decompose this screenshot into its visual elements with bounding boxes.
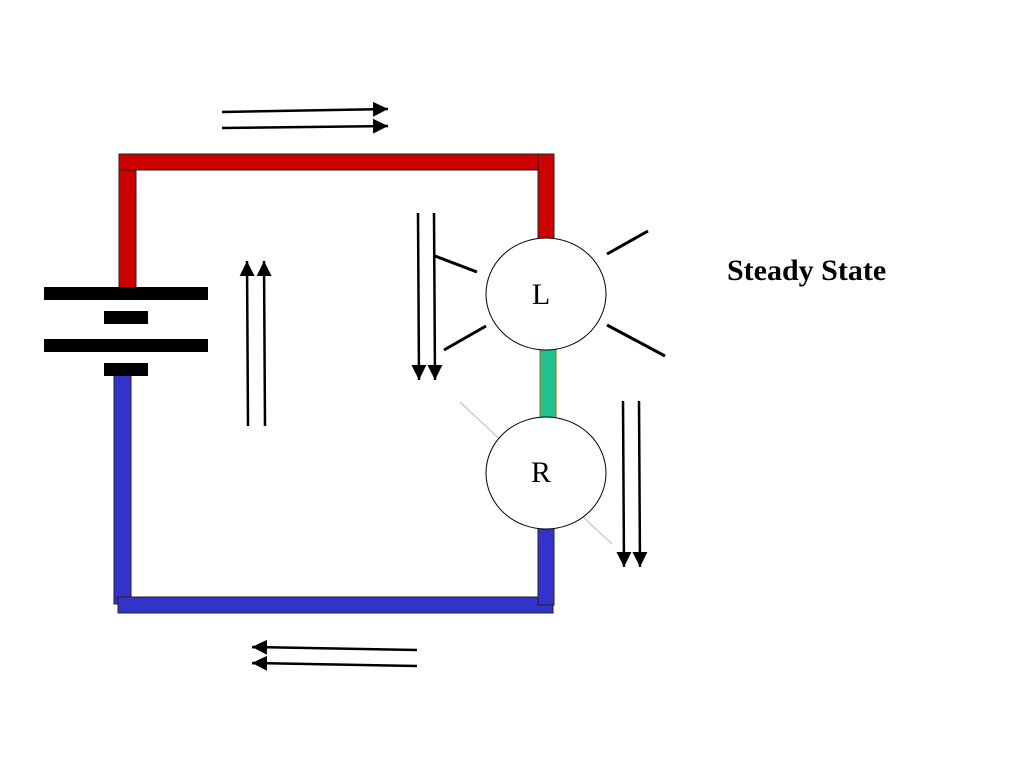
battery-plate-long-2 bbox=[44, 339, 208, 352]
arrows-resistor-downward bbox=[616, 400, 648, 568]
bulb-circle bbox=[485, 237, 607, 351]
red-wire-top bbox=[118, 153, 555, 171]
light-bulb-icon: L bbox=[434, 229, 666, 358]
middle-wire bbox=[539, 347, 557, 421]
blue-wire-left bbox=[113, 373, 132, 605]
arrow-resistor-2 bbox=[632, 400, 648, 568]
ray-lower-left bbox=[443, 324, 487, 352]
arrows-bottom-leftward bbox=[251, 639, 418, 671]
battery-plate-long-1 bbox=[44, 287, 208, 300]
arrow-bulb-2 bbox=[427, 212, 443, 381]
light-rays bbox=[434, 229, 666, 358]
bulb-label: L bbox=[532, 278, 550, 311]
ray-upper-right bbox=[606, 229, 649, 256]
battery-icon bbox=[44, 287, 208, 376]
arrows-bulb-downward bbox=[411, 212, 443, 381]
red-wire-left bbox=[118, 153, 137, 289]
red-wire-right bbox=[537, 153, 555, 245]
arrow-top-2 bbox=[221, 118, 389, 134]
blue-wire-bottom bbox=[117, 596, 554, 614]
arrow-left-1 bbox=[239, 260, 255, 427]
arrow-resistor-1 bbox=[616, 400, 632, 568]
ray-upper-left bbox=[434, 254, 478, 274]
resistor-circle bbox=[485, 416, 607, 530]
slide-title: Steady State bbox=[727, 254, 887, 287]
arrow-left-2 bbox=[256, 260, 272, 427]
arrow-bottom-1 bbox=[251, 639, 418, 655]
blue-wire-right bbox=[537, 524, 555, 606]
ray-lower-right bbox=[606, 323, 666, 358]
arrow-bulb-1 bbox=[411, 212, 427, 381]
arrow-top-1 bbox=[221, 101, 389, 117]
arrows-top-rightward bbox=[221, 101, 389, 134]
resistor-icon: R bbox=[459, 401, 613, 545]
resistor-label: R bbox=[531, 456, 551, 489]
current-arrows bbox=[221, 101, 648, 671]
arrows-left-upward bbox=[239, 260, 272, 427]
battery-plate-short-1 bbox=[104, 311, 148, 324]
high-potential-wire bbox=[118, 153, 555, 289]
battery-plate-short-2 bbox=[104, 363, 148, 376]
arrow-bottom-2 bbox=[251, 655, 418, 671]
low-potential-wire bbox=[113, 373, 555, 614]
